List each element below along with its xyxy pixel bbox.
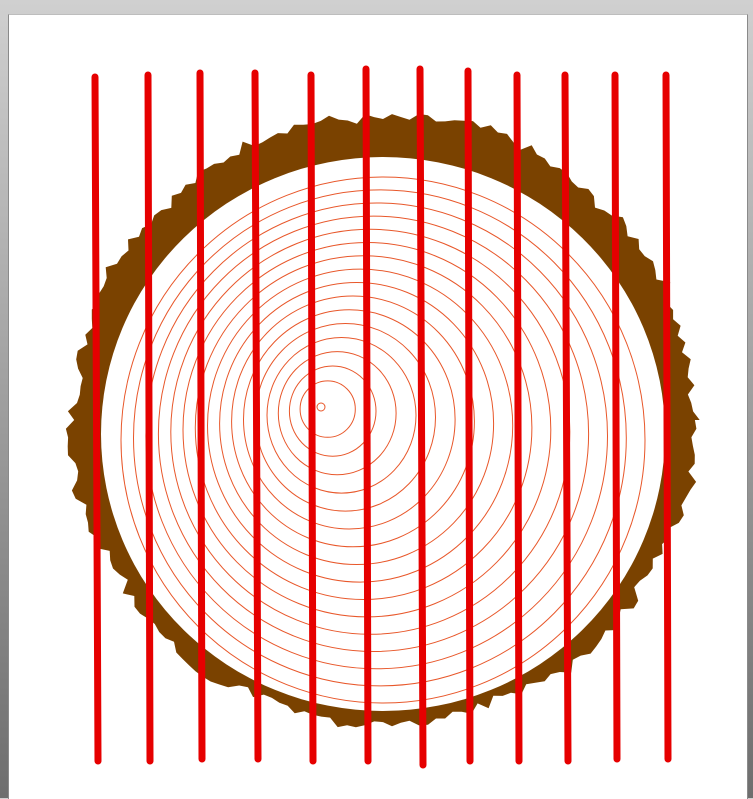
- saw-cut-line: [200, 73, 202, 759]
- log-sawing-diagram: [9, 15, 747, 799]
- saw-cut-line: [255, 73, 258, 759]
- saw-cut-line: [148, 75, 150, 761]
- saw-cut-line: [468, 71, 470, 761]
- saw-cut-line: [311, 75, 313, 761]
- saw-cut-line: [615, 75, 617, 759]
- saw-cut-line: [565, 75, 568, 761]
- saw-cut-line: [420, 69, 423, 765]
- saw-cut-line: [95, 77, 98, 761]
- saw-cut-line: [666, 75, 668, 759]
- saw-cut-line: [366, 69, 368, 761]
- saw-cut-line: [517, 75, 519, 761]
- diagram-canvas: [8, 14, 748, 799]
- heartwood-area: [101, 157, 665, 711]
